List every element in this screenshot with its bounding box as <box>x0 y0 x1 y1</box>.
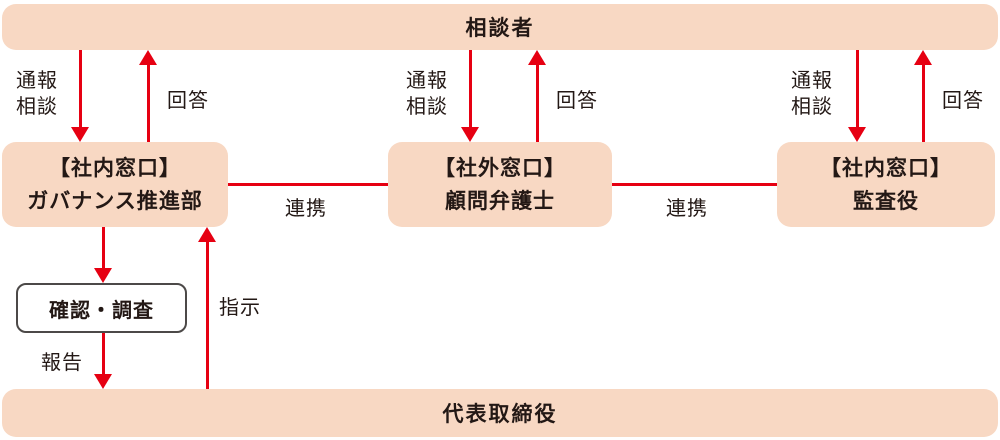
answer-label-left: 回答 <box>167 88 209 112</box>
arrowhead-down-icon <box>94 268 112 283</box>
consulter-bar: 相談者 <box>2 4 998 50</box>
coordination-label-right: 連携 <box>666 196 708 220</box>
internal-contact-auditor-line1: 【社内窓口】 <box>820 155 952 180</box>
report-consult-label-left: 通報 相談 <box>16 68 58 118</box>
arrow-answer-lawyer-line <box>536 65 539 142</box>
internal-contact-auditor-box: 【社内窓口】 監査役 <box>777 142 995 227</box>
representative-director-bar: 代表取締役 <box>2 389 998 437</box>
consulter-bar-label: 相談者 <box>465 16 535 40</box>
answer-label-center: 回答 <box>556 88 598 112</box>
report-consult-label-center: 通報 相談 <box>406 68 448 118</box>
arrow-instruction-line <box>206 242 209 389</box>
reporting-label: 報告 <box>41 350 83 374</box>
report-consult-label-right: 通報 相談 <box>791 68 833 118</box>
arrow-reporting-line <box>102 333 105 374</box>
arrow-report-governance-line <box>79 50 82 127</box>
arrowhead-down-icon <box>94 374 112 389</box>
arrowhead-up-icon <box>528 50 546 65</box>
arrow-report-lawyer-line <box>469 50 472 127</box>
confirm-investigate-label: 確認・調査 <box>49 297 154 322</box>
arrowhead-down-icon <box>848 127 866 142</box>
confirm-investigate-box: 確認・調査 <box>16 283 187 333</box>
internal-contact-governance-line2: ガバナンス推進部 <box>27 188 203 213</box>
external-contact-lawyer-line1: 【社外窓口】 <box>434 155 566 180</box>
internal-contact-governance-box: 【社内窓口】 ガバナンス推進部 <box>2 142 228 227</box>
answer-label-right: 回答 <box>942 88 984 112</box>
arrowhead-down-icon <box>461 127 479 142</box>
internal-contact-governance-line1: 【社内窓口】 <box>49 155 181 180</box>
instruction-label: 指示 <box>219 295 261 319</box>
arrowhead-down-icon <box>71 127 89 142</box>
internal-contact-auditor-line2: 監査役 <box>853 188 919 213</box>
arrowhead-up-icon <box>139 50 157 65</box>
arrow-report-auditor-line <box>856 50 859 127</box>
arrow-answer-auditor-line <box>922 65 925 142</box>
representative-director-label: 代表取締役 <box>442 402 558 426</box>
coordination-line-right <box>612 183 777 186</box>
arrowhead-up-icon <box>198 227 216 242</box>
coordination-label-left: 連携 <box>285 196 327 220</box>
external-contact-lawyer-box: 【社外窓口】 顧問弁護士 <box>388 142 612 227</box>
arrow-answer-governance-line <box>147 65 150 142</box>
external-contact-lawyer-line2: 顧問弁護士 <box>445 188 555 213</box>
coordination-line-left <box>228 183 388 186</box>
arrowhead-up-icon <box>914 50 932 65</box>
arrow-to-investigation-line <box>102 227 105 268</box>
